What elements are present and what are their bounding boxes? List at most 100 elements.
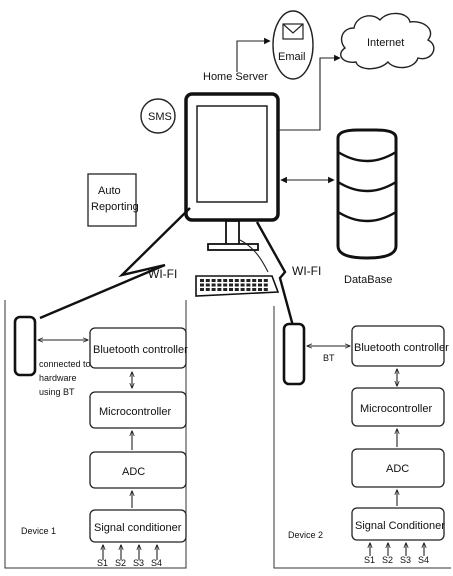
envelope-icon (282, 23, 304, 40)
keyboard-key (205, 279, 210, 282)
device2-phone-icon (282, 322, 306, 386)
internet-cloud-icon: Internet (340, 12, 435, 70)
keyboard-key (240, 279, 245, 282)
device1-adc-label: ADC (122, 466, 145, 478)
auto-reporting-box (87, 173, 137, 227)
device1-adc-box (89, 451, 187, 489)
home-server-group: Home Server (184, 71, 280, 297)
device1-signal-conditioner-box (89, 509, 187, 543)
keyboard-cable (239, 239, 269, 273)
wifi-left-label: WI-FI (148, 267, 177, 281)
device1-microcontroller-box (89, 391, 187, 429)
device1-note-line2: hardware (39, 373, 77, 383)
keyboard-key (229, 283, 233, 287)
keyboard-icon (195, 275, 280, 297)
device1-sensor-label: S1 (97, 558, 108, 568)
wifi-link-right (255, 221, 295, 327)
sms-bubble (140, 98, 176, 134)
keyboard-key (263, 279, 268, 282)
keyboard-key (217, 279, 222, 282)
internet-arrow (279, 54, 341, 131)
device2-border (273, 306, 451, 569)
monitor-stand (225, 220, 240, 246)
keyboard-key (246, 288, 251, 291)
database-icon (336, 128, 398, 260)
keyboard-key (252, 279, 257, 282)
keyboard-key (258, 283, 262, 287)
device1-note-line1: connected to (39, 359, 91, 369)
device1-phone-icon (13, 315, 37, 377)
keyboard-key (211, 288, 216, 291)
wifi-link-left (39, 207, 191, 320)
keyboard-key (229, 279, 233, 282)
keyboard-key (246, 279, 251, 282)
keyboard-key (240, 288, 245, 291)
device2-sensor-label: S2 (382, 555, 393, 565)
internet-label: Internet (367, 37, 404, 49)
device1-bluetooth-label: Bluetooth controller (93, 344, 188, 356)
keyboard-key (211, 279, 216, 282)
keyboard-key (258, 288, 262, 291)
device1-panel: connected to hardware using BT Bluetooth… (4, 300, 188, 569)
keyboard-key (200, 283, 204, 287)
device2-signal-conditioner-label: Signal Conditioner (355, 520, 445, 532)
keyboard-key (211, 283, 216, 287)
keyboard-key (252, 283, 257, 287)
keyboard-key (234, 279, 239, 282)
keyboard-key (263, 283, 268, 287)
monitor-base (207, 243, 259, 251)
device2-sensor-label: S3 (400, 555, 411, 565)
keyboard-key (205, 283, 210, 287)
device1-border (4, 300, 187, 569)
email-group: Email (272, 10, 314, 80)
auto-reporting-line2: Reporting (91, 201, 139, 213)
keyboard-key (263, 288, 268, 291)
sms-label: SMS (148, 111, 172, 123)
auto-reporting-line1: Auto (98, 185, 121, 197)
keyboard-key (246, 283, 251, 287)
device1-sensor-label: S3 (133, 558, 144, 568)
database-label: DataBase (344, 274, 392, 286)
device1-signal-conditioner-label: Signal conditioner (94, 522, 182, 534)
device1-bluetooth-box (89, 327, 187, 369)
device1-sensor-label: S2 (115, 558, 126, 568)
device1-sensor-label: S4 (151, 558, 162, 568)
email-bubble (272, 10, 314, 80)
device2-name: Device 2 (288, 530, 323, 540)
monitor-screen (196, 105, 268, 203)
keyboard-key (234, 288, 239, 291)
keyboard-key (205, 288, 210, 291)
keyboard-key (234, 283, 239, 287)
keyboard-key (217, 283, 222, 287)
device1-name: Device 1 (21, 526, 56, 536)
device2-adc-box (351, 448, 445, 488)
keyboard-key (229, 288, 233, 291)
device2-signal-conditioner-box (351, 507, 445, 541)
device2-adc-label: ADC (386, 463, 409, 475)
keyboard-key (200, 288, 204, 291)
email-arrow (236, 37, 271, 72)
keyboard-key (240, 283, 245, 287)
home-server-label: Home Server (203, 71, 268, 83)
device2-bt-label: BT (323, 353, 335, 363)
keyboard-key (223, 283, 228, 287)
device2-sensor-label: S4 (418, 555, 429, 565)
device2-bluetooth-box (351, 325, 445, 367)
keyboard-key (223, 288, 228, 291)
keyboard-key (200, 279, 204, 282)
device1-microcontroller-label: Microcontroller (99, 406, 171, 418)
device2-sensor-group: S1 S2 S3 S4 (364, 543, 429, 565)
device1-sensor-group: S1 S2 S3 S4 (97, 545, 162, 568)
device2-sensor-label: S1 (364, 555, 375, 565)
wifi-right-label: WI-FI (292, 264, 321, 278)
keyboard-key (217, 288, 222, 291)
device2-panel: BT Bluetooth controller Microcontroller … (273, 306, 451, 569)
auto-reporting-group: Auto Reporting (87, 173, 139, 227)
keyboard-key (223, 279, 228, 282)
email-label: Email (278, 51, 306, 63)
keyboard-key (258, 279, 262, 282)
device2-bluetooth-label: Bluetooth controller (354, 342, 449, 354)
keyboard-key (252, 288, 257, 291)
